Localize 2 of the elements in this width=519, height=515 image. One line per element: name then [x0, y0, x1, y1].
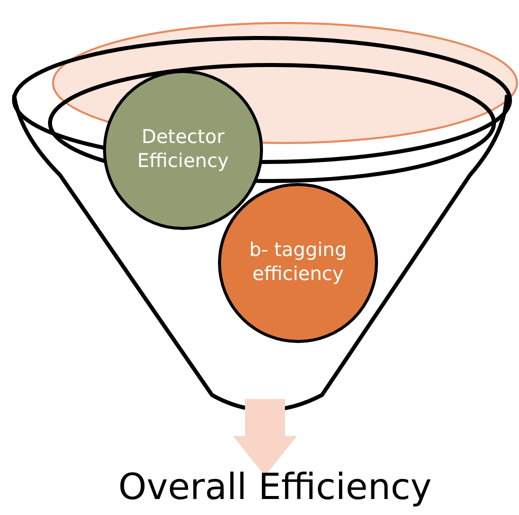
- circle-node: b- tagging efficiency: [218, 183, 378, 343]
- result-label: Overall Efficiency: [60, 468, 490, 508]
